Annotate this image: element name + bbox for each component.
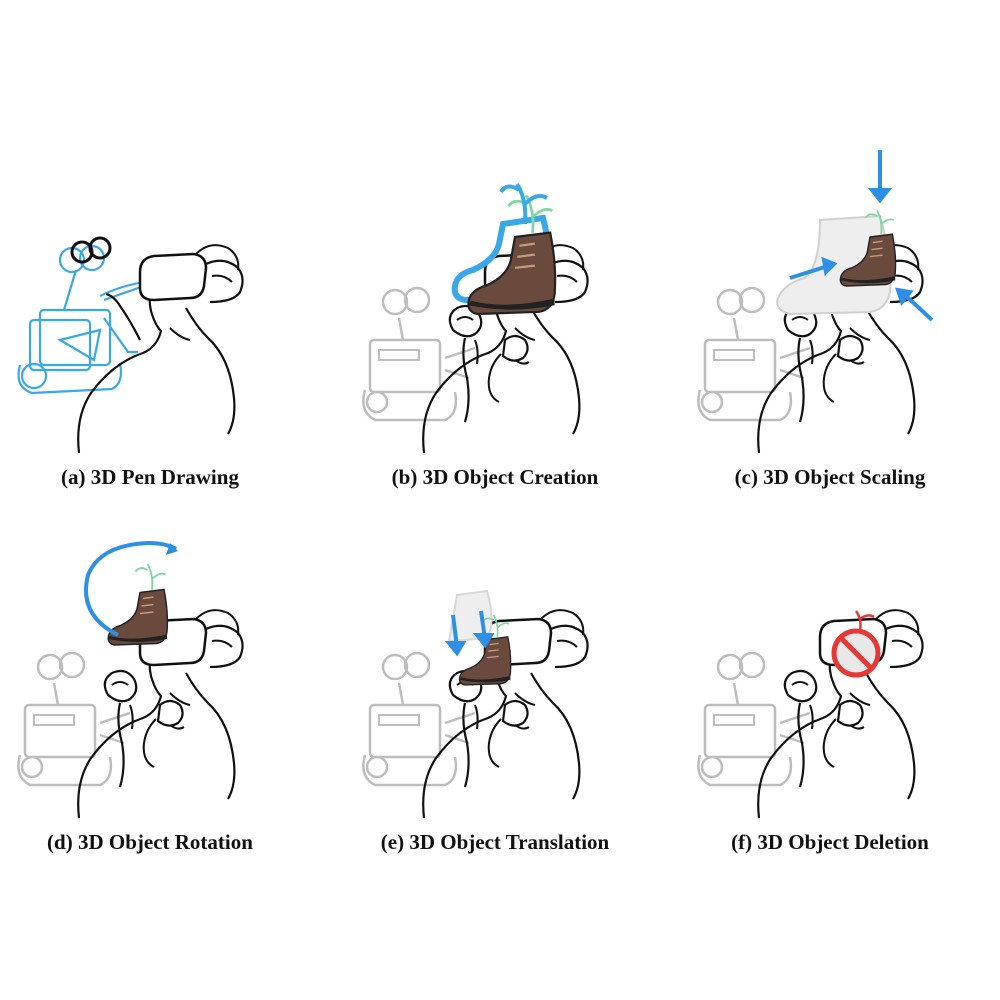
vr-user bbox=[76, 243, 244, 455]
panel-object-deletion: (f) 3D Object Deletion bbox=[680, 555, 980, 895]
arrow-icon bbox=[789, 150, 934, 322]
panel-object-creation: (b) 3D Object Creation bbox=[345, 182, 645, 530]
caption-f: (f) 3D Object Deletion bbox=[731, 830, 929, 854]
prohibit-icon bbox=[831, 610, 881, 678]
arrow-icon bbox=[444, 610, 495, 657]
object-scaling-illustration bbox=[697, 150, 934, 455]
caption-b: (b) 3D Object Creation bbox=[391, 465, 599, 489]
boot-icon bbox=[451, 182, 557, 316]
caption-e: (e) 3D Object Translation bbox=[380, 830, 610, 854]
object-creation-illustration bbox=[362, 182, 589, 455]
controller-icon bbox=[448, 669, 531, 789]
sprout-icon bbox=[499, 182, 549, 225]
controller-icon bbox=[783, 669, 866, 789]
drawn-robot-icon bbox=[17, 244, 145, 395]
panel-object-rotation: (d) 3D Object Rotation bbox=[0, 540, 300, 895]
controller-icon bbox=[103, 669, 186, 789]
rotation-arrow-icon bbox=[84, 540, 178, 637]
raised-arm bbox=[105, 292, 141, 341]
panel-pen-drawing: (a) 3D Pen Drawing bbox=[0, 190, 300, 530]
pen-drawing-illustration bbox=[17, 236, 244, 455]
caption-a: (a) 3D Pen Drawing bbox=[61, 465, 239, 489]
controller-icon bbox=[783, 304, 866, 424]
caption-c: (c) 3D Object Scaling bbox=[734, 465, 926, 489]
caption-d: (d) 3D Object Rotation bbox=[47, 830, 253, 854]
panel-object-translation: (e) 3D Object Translation bbox=[345, 555, 645, 895]
object-deletion-illustration bbox=[697, 608, 924, 820]
controller-icon bbox=[448, 304, 531, 424]
object-rotation-illustration bbox=[17, 540, 244, 820]
object-translation-illustration bbox=[362, 589, 589, 820]
panel-object-scaling: (c) 3D Object Scaling bbox=[680, 150, 980, 530]
drawn-binoculars-icon bbox=[70, 236, 112, 264]
